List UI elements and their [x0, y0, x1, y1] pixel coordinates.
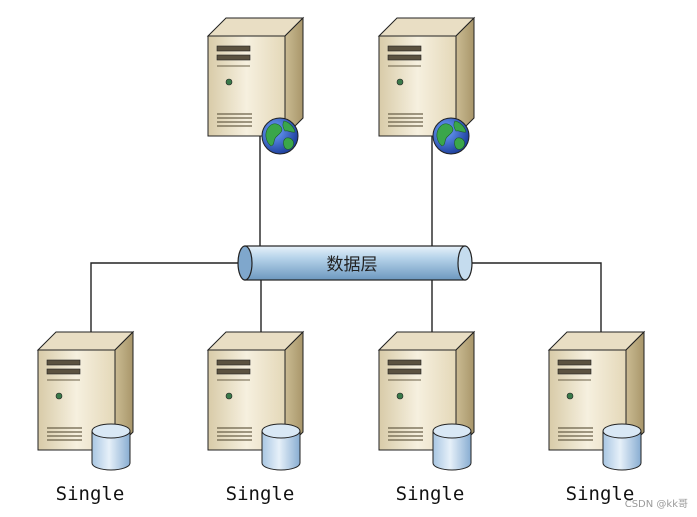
single-node-4: [548, 331, 645, 471]
single-node-2: [207, 331, 304, 471]
database-icon: [432, 423, 472, 471]
data-layer-bus: 数据层: [237, 245, 473, 281]
node-label: Single: [566, 483, 635, 505]
globe-icon: [432, 117, 470, 155]
single-node-3: [378, 331, 475, 471]
node-label: Single: [56, 483, 125, 505]
single-node-1: [37, 331, 134, 471]
database-icon: [91, 423, 131, 471]
database-icon: [261, 423, 301, 471]
node-label: Single: [226, 483, 295, 505]
database-icon: [602, 423, 642, 471]
watermark: CSDN @kk哥: [625, 498, 688, 510]
web-server-1: [207, 17, 304, 155]
bus-label: 数据层: [327, 255, 378, 275]
web-server-2: [378, 17, 475, 155]
globe-icon: [261, 117, 299, 155]
node-label: Single: [396, 483, 465, 505]
